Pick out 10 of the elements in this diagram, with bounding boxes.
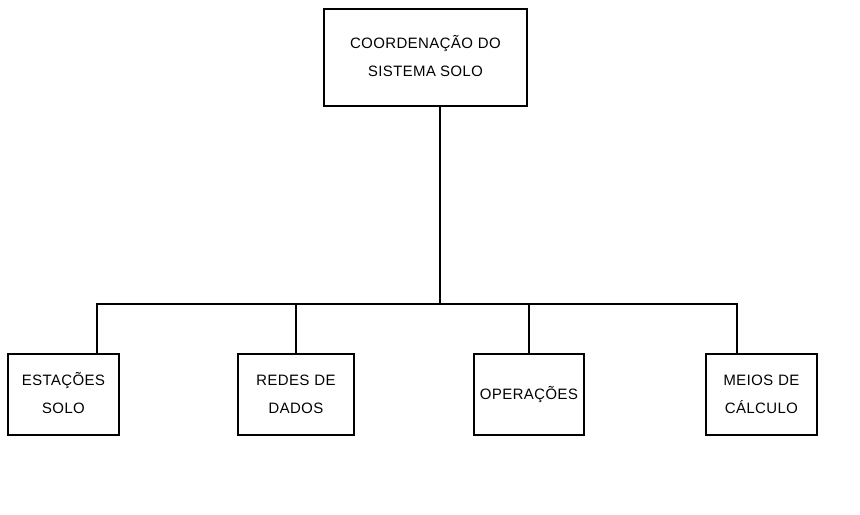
org-box — [323, 8, 528, 107]
box-label: COORDENAÇÃO DO SISTEMA SOLO — [348, 34, 502, 82]
org-box — [7, 353, 120, 436]
box-label: OPERAÇÕES — [480, 384, 578, 404]
box-label: MEIOS DE CÁLCULO — [722, 370, 801, 418]
org-box — [473, 353, 585, 436]
box-label: ESTAÇÕES SOLO — [20, 370, 106, 418]
org-box — [237, 353, 355, 436]
org-box — [705, 353, 818, 436]
box-label: REDES DE DADOS — [255, 370, 337, 418]
